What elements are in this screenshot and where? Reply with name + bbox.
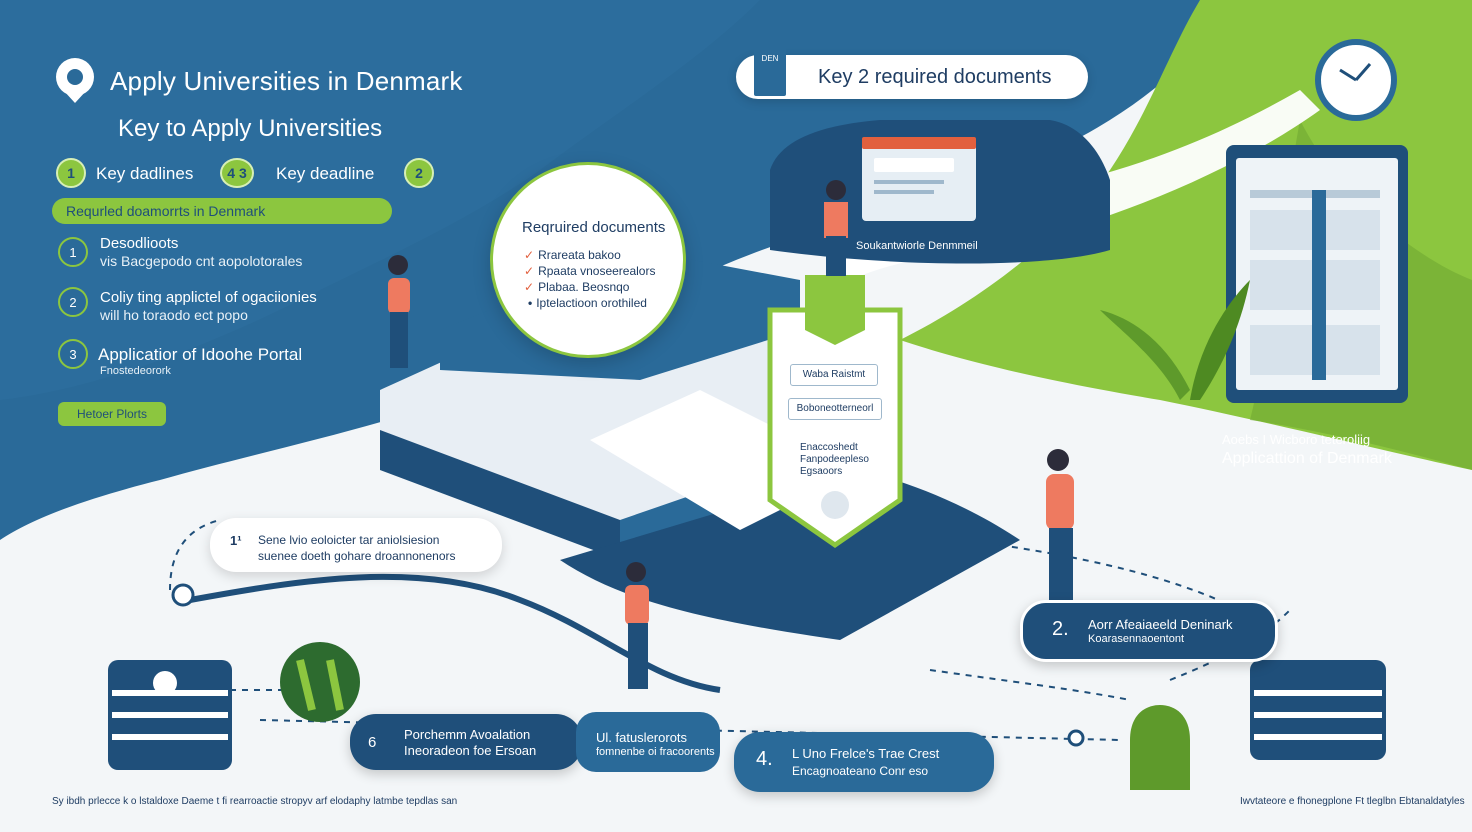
shield-seal bbox=[821, 491, 849, 519]
required-document-item: •Iptelactioon orothiled bbox=[528, 296, 647, 310]
step-title: Applicatior of Idoohe Portal bbox=[98, 345, 303, 364]
connector-node bbox=[1067, 729, 1085, 747]
required-document-item: ✓Plabaa. Beosnqo bbox=[524, 280, 629, 294]
server-line bbox=[112, 712, 228, 718]
deadline-number: 2 bbox=[404, 158, 434, 188]
door-badge bbox=[1130, 705, 1190, 790]
laptop-screen-line bbox=[874, 190, 934, 194]
connector-road bbox=[189, 573, 721, 693]
step-card-number: 6 bbox=[368, 734, 377, 751]
step-subtitle: will ho toraodo ect popo bbox=[100, 307, 248, 323]
step-card-4[interactable] bbox=[576, 712, 720, 772]
check-icon: ✓ bbox=[524, 248, 535, 262]
shield-field: Enaccoshedt bbox=[800, 442, 858, 453]
step-number: 1 bbox=[58, 237, 88, 267]
step-card-line: L Uno Frelce's Trae Crest bbox=[792, 746, 940, 761]
step-card-5[interactable] bbox=[734, 732, 994, 792]
application-caption-title: Applicattion of Denmark bbox=[1222, 450, 1392, 467]
footer-note-right: Iwvtateore e fhonegplone Ft tleglbn Ebta… bbox=[1240, 796, 1465, 807]
bullet-icon: • bbox=[528, 296, 533, 310]
laptop-screen-field bbox=[874, 158, 954, 172]
step-card-line: Ineoradeon foe Ersoan bbox=[404, 743, 537, 758]
step-card-line: Porchemm Avoalation bbox=[404, 727, 531, 742]
required-document-text: Rrareata bakoo bbox=[538, 248, 621, 262]
step-card-line: suenee doeth gohare droannonenors bbox=[258, 549, 456, 563]
step-card-2[interactable] bbox=[1020, 600, 1278, 662]
key-documents-label: Key 2 required documents bbox=[818, 66, 1052, 88]
person-left bbox=[388, 255, 410, 368]
step-card-line: Encagnoateano Conr eso bbox=[792, 764, 929, 778]
server-line bbox=[1254, 734, 1382, 740]
step-card-3[interactable] bbox=[350, 714, 582, 770]
server-stack-right bbox=[1250, 660, 1386, 760]
step-title: Desodlioots bbox=[100, 235, 179, 252]
step-card-number: 2. bbox=[1052, 618, 1069, 640]
deadline-label: Key dadlines bbox=[96, 164, 194, 183]
step-card-1[interactable] bbox=[210, 518, 502, 572]
required-document-item: ✓Rrareata bakoo bbox=[524, 248, 621, 262]
shield-field: Boboneotterneorl bbox=[788, 398, 882, 420]
application-caption: Aoebs I Wicboro teteroliig bbox=[1222, 432, 1371, 447]
required-documents-circle bbox=[490, 162, 686, 358]
step-card-line: Sene lvio eoloicter tar aniolsiesion bbox=[258, 533, 440, 547]
step-card-number: 1¹ bbox=[230, 533, 242, 548]
deadline-number: 1 bbox=[56, 158, 86, 188]
server-badge bbox=[153, 671, 177, 695]
open-book bbox=[560, 470, 1020, 640]
shield-field: Fanpodeepleso bbox=[800, 454, 869, 465]
figure-shapes bbox=[296, 659, 344, 711]
person-right bbox=[1046, 449, 1074, 600]
person-top bbox=[824, 180, 848, 276]
shield-badge bbox=[805, 275, 865, 345]
key-documents-pill bbox=[736, 55, 1088, 99]
check-icon: ✓ bbox=[524, 264, 535, 278]
shield-field: Egsaoors bbox=[800, 466, 843, 477]
step-title: Coliy ting applictel of ogaciionies bbox=[100, 289, 317, 306]
step-subtitle: vis Bacgepodo cnt aopolotorales bbox=[100, 253, 303, 269]
deadline-label: Key deadline bbox=[276, 164, 375, 183]
required-document-text: Iptelactioon orothiled bbox=[536, 296, 647, 310]
step-number: 2 bbox=[58, 287, 88, 317]
helper-pill[interactable]: Hetoer Plorts bbox=[58, 402, 166, 426]
required-document-text: Rpaata vnoseerealors bbox=[538, 264, 656, 278]
step-card-line: Koarasennaoentont bbox=[1088, 633, 1185, 645]
connector-node bbox=[171, 583, 195, 607]
page-subtitle: Key to Apply Universities bbox=[118, 115, 383, 142]
required-document-item: ✓Rpaata vnoseerealors bbox=[524, 264, 655, 278]
required-documents-banner: Requrled doamorrts in Denmark bbox=[52, 198, 392, 224]
location-pin-icon bbox=[56, 58, 94, 103]
document-flag-badge: DEN bbox=[754, 48, 786, 96]
green-figure-badge bbox=[280, 642, 360, 722]
plant-leaf bbox=[1100, 310, 1190, 400]
laptop-screen-line bbox=[874, 180, 944, 184]
required-document-text: Plabaa. Beosnqo bbox=[538, 280, 630, 294]
laptop-label: Soukantwiorle Denmmeil bbox=[856, 240, 978, 252]
deadline-number: 4 3 bbox=[220, 158, 254, 188]
server-line bbox=[1254, 690, 1382, 696]
step-card-number: 4. bbox=[756, 748, 773, 770]
check-icon: ✓ bbox=[524, 280, 535, 294]
step-number: 3 bbox=[58, 339, 88, 369]
laptop-screen bbox=[862, 137, 976, 221]
server-line bbox=[112, 734, 228, 740]
shield-field: Waba Raistmt bbox=[790, 364, 878, 386]
laptop-screen-bar bbox=[862, 137, 976, 149]
person-bottom bbox=[625, 562, 649, 689]
tablet-column bbox=[1312, 190, 1326, 380]
plant-leaf bbox=[1190, 280, 1250, 400]
connector-line bbox=[230, 544, 1291, 741]
footer-note-left: Sy ibdh prlecce k o lstaldoxe Daeme t fi… bbox=[52, 796, 458, 807]
page-title: Apply Universities in Denmark bbox=[110, 66, 463, 96]
clock-hands bbox=[1339, 63, 1372, 82]
book-spine bbox=[380, 430, 620, 560]
server-line bbox=[1254, 712, 1382, 718]
step-card-line: fomnenbe oi fracoorents bbox=[596, 746, 715, 758]
step-subtitle: Fnostedeorork bbox=[100, 365, 171, 377]
step-card-line: Ul. fatuslerorots bbox=[596, 730, 688, 745]
step-card-line: Aorr Afeaiaeeld Deninark bbox=[1088, 617, 1233, 632]
required-documents-title: Reqruired documents bbox=[522, 219, 666, 236]
